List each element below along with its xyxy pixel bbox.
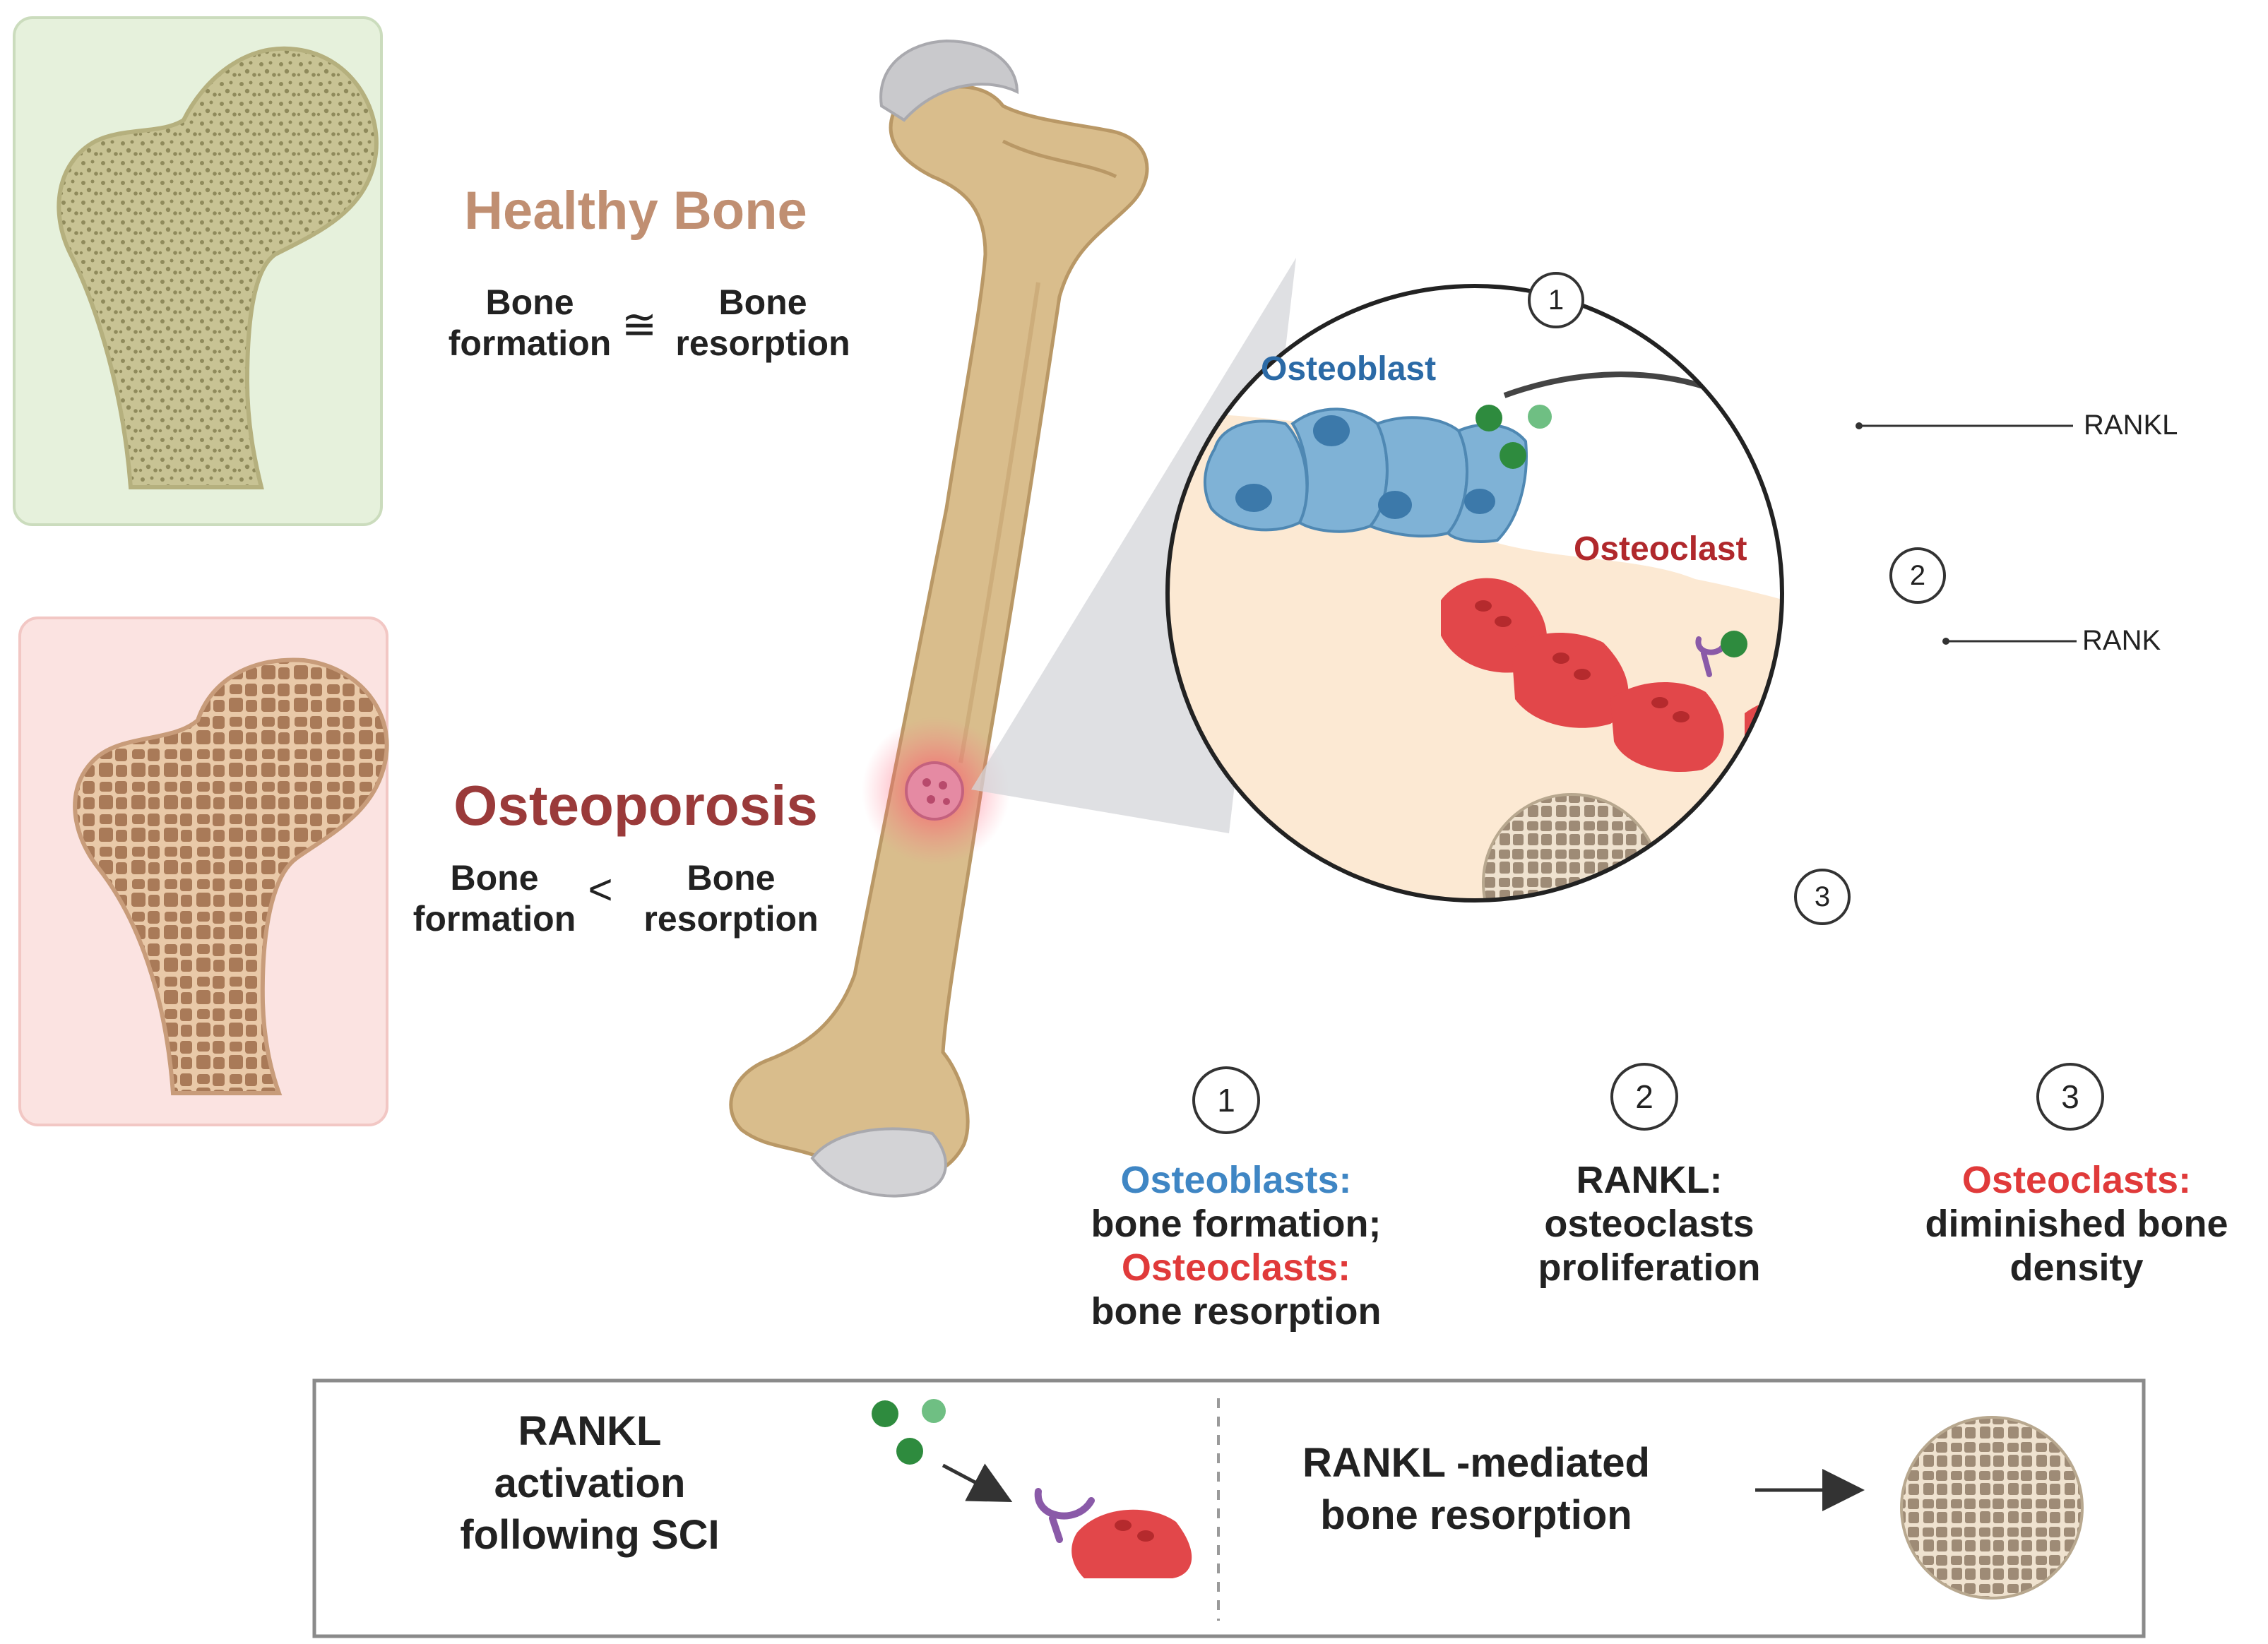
explanation-2: RANKL: osteoclasts proliferation: [1466, 1158, 1833, 1289]
summary-left-text: RANKL activation following SCI: [460, 1408, 720, 1559]
zoom-step-2-marker: 2: [1889, 547, 1946, 604]
osteoblast-label: Osteoblast: [1261, 350, 1437, 388]
osteoporosis-resorption-label: Bone resorption: [643, 858, 819, 939]
osteoporosis-formation-label: Bone formation: [412, 858, 576, 939]
explanation-1: Osteoblasts: bone formation; Osteoclasts…: [1045, 1158, 1427, 1333]
explanation-1-line2: bone formation;: [1091, 1203, 1382, 1246]
osteoporosis-operator: <: [588, 866, 613, 913]
femoral-head-cartilage: [879, 39, 1019, 122]
healthy-operator: ≅: [621, 301, 658, 348]
zoom-step-1-marker: 1: [1528, 272, 1584, 328]
explanation-1-line3: Osteoclasts:: [1121, 1246, 1351, 1289]
osteoporosis-title: Osteoporosis: [453, 774, 818, 837]
condyle-cartilage: [810, 1127, 947, 1198]
osteoporosis-bone-card: [18, 616, 389, 1126]
lesion-site: [905, 761, 964, 821]
explanation-3-marker: 3: [2036, 1063, 2104, 1131]
explanation-1-marker: 1: [1192, 1066, 1260, 1134]
rankl-label: RANKL: [2084, 410, 2178, 441]
summary-rank-receptor: [1034, 1488, 1095, 1543]
explanation-3-line1: Osteoclasts:: [1961, 1159, 2192, 1201]
explanation-1-line1: Osteoblasts:: [1120, 1159, 1352, 1201]
explanation-2-line2: osteoclasts: [1544, 1203, 1755, 1246]
zoom-circle: [1165, 284, 2077, 903]
femur-bone: [729, 39, 1149, 1198]
rank-receptors: [1695, 636, 1726, 677]
osteoclast-label: Osteoclast: [1574, 530, 1747, 568]
step-arrow-resorption: [1676, 790, 1782, 888]
explanation-2-line3: proliferation: [1538, 1246, 1761, 1289]
rank-label: RANK: [2082, 625, 2161, 656]
healthy-bone-title: Healthy Bone: [464, 181, 807, 241]
rankl-particles: [1476, 405, 1747, 657]
healthy-formation-label: Bone formation: [448, 282, 612, 363]
explanation-2-marker: 2: [1610, 1063, 1678, 1131]
summary-osteoclast: [1071, 1509, 1192, 1578]
summary-box: [312, 1378, 2146, 1638]
explanation-1-line4: bone resorption: [1091, 1290, 1382, 1333]
explanation-3: Osteoclasts: diminished bone density: [1893, 1158, 2260, 1289]
osteoporotic-femur-head: [73, 657, 389, 1095]
healthy-resorption-label: Bone resorption: [675, 282, 850, 363]
explanation-3-line3: density: [2009, 1246, 2144, 1289]
explanation-2-line1: RANKL:: [1576, 1159, 1723, 1201]
summary-right-text: RANKL -mediated bone resorption: [1302, 1440, 1650, 1538]
summary-bone-disc: [1900, 1416, 2084, 1600]
explanation-3-line2: diminished bone: [1925, 1203, 2228, 1246]
healthy-bone-card: [13, 16, 383, 526]
healthy-femur-head: [57, 46, 379, 489]
osteoblast-cells: [1203, 407, 1528, 543]
zoom-step-3-marker: 3: [1794, 869, 1851, 925]
